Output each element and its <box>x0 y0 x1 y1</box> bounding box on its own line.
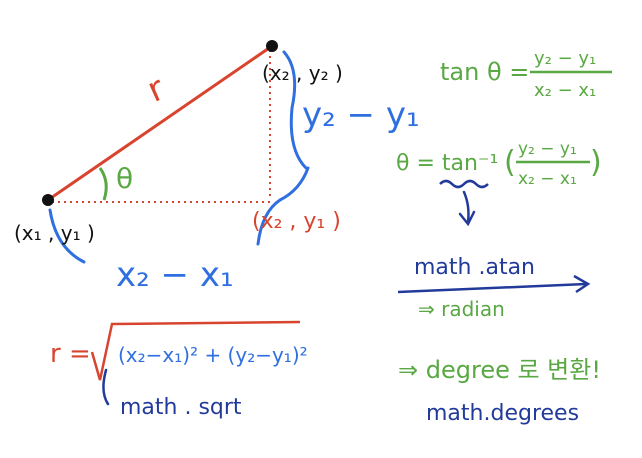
dx-label: x₂ − x₁ <box>116 255 234 295</box>
tan-lhs: tan θ = <box>440 58 529 86</box>
r-label: r <box>141 69 170 111</box>
hypotenuse-line <box>46 44 274 202</box>
atan-arrow-head <box>573 274 591 294</box>
atan-arrow-line <box>397 282 587 294</box>
dy-label: y₂ − y₁ <box>302 95 420 135</box>
point-2-label: (x₂ , y₂ ) <box>262 61 343 85</box>
theta-label: θ <box>116 162 133 195</box>
theta-arc <box>98 167 108 201</box>
down-arrow <box>458 190 476 227</box>
r-formula-lhs: r = <box>50 339 91 369</box>
point-1-dot <box>42 194 54 206</box>
tan-denominator: x₂ − x₁ <box>534 80 596 101</box>
atan-text: math .atan <box>414 255 535 280</box>
theta-close-paren: ) <box>590 145 602 180</box>
sqrt-fn-text: math . sqrt <box>120 395 242 420</box>
theta-numerator: y₂ − y₁ <box>518 139 577 159</box>
theta-denominator: x₂ − x₁ <box>518 169 577 189</box>
point-1-label: (x₁ , y₁ ) <box>14 221 95 245</box>
degree-text: ⇒ degree 로 변환! <box>398 356 601 384</box>
squiggle-underline <box>439 179 489 189</box>
dx-brace-right <box>256 166 310 246</box>
dx-brace-left <box>48 208 86 264</box>
theta-open-paren: ( <box>504 145 516 180</box>
tan-numerator: y₂ − y₁ <box>534 48 596 69</box>
point-2-dot <box>266 40 278 52</box>
theta-lhs: θ = tan⁻¹ <box>396 151 498 176</box>
sqrt-pointer <box>102 368 110 406</box>
sqrt-sign <box>90 320 301 381</box>
corner-point-label: (x₂ , y₁ ) <box>252 209 341 234</box>
r-radicand: (x₂−x₁)² + (y₂−y₁)² <box>118 343 308 367</box>
radian-text: ⇒ radian <box>418 297 505 321</box>
dy-brace <box>282 50 308 170</box>
degrees-fn-text: math.degrees <box>426 401 579 426</box>
